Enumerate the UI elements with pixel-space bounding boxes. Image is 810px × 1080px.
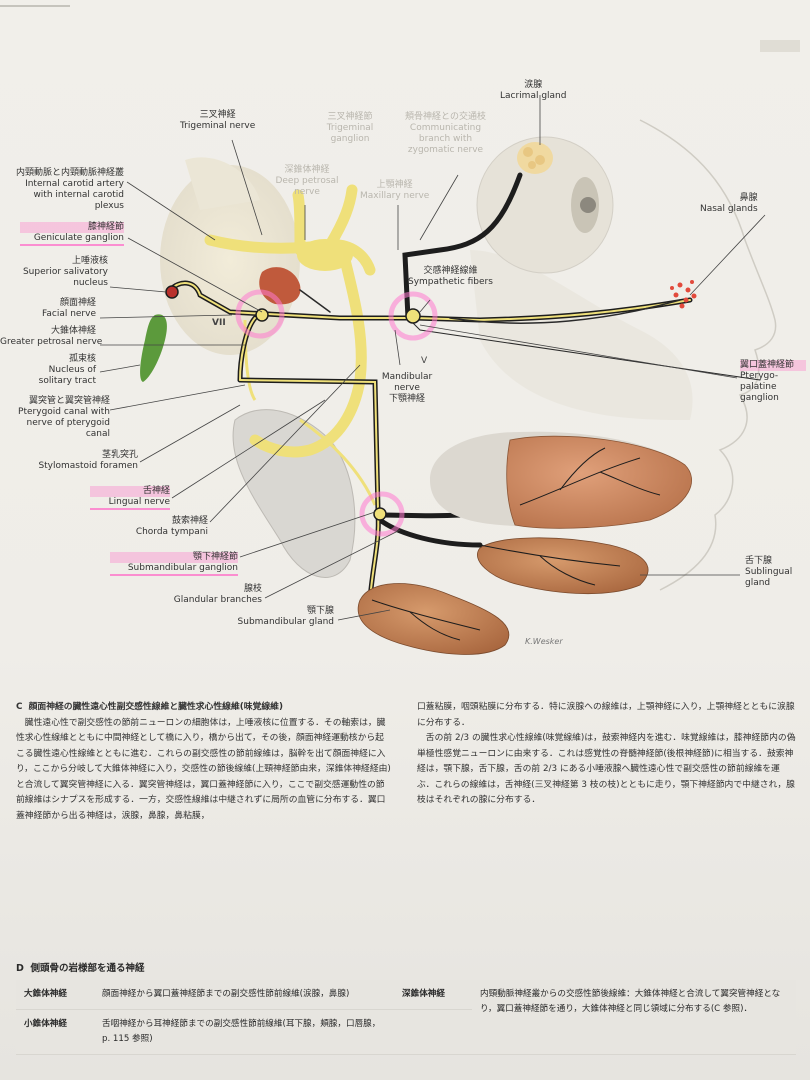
submandibular-gland-shape bbox=[357, 583, 510, 655]
table-cell-desc: 顔面神経から翼口蓋神経節までの副交感性節前線維(涙腺，鼻腺) bbox=[94, 980, 394, 1010]
label-sympathetic-fibers: 交感神経線維 Sympathetic fibers bbox=[408, 266, 493, 287]
anatomy-figure: 涙腺 Lacrimal gland 三叉神経 Trigeminal nerve … bbox=[0, 5, 806, 655]
highlight-circles bbox=[235, 289, 438, 537]
label-chorda-tympani: 鼓索神経 Chorda tympani bbox=[135, 516, 208, 537]
nerve-table: 大錐体神経 顔面神経から翼口蓋神経節までの副交感性節前線維(涙腺，鼻腺) 深錐体… bbox=[16, 980, 796, 1055]
table-cell-desc: 内頸動脈神経叢からの交感性節後線維：大錐体神経と合流して翼突管神経となり，翼口蓋… bbox=[472, 980, 796, 1055]
label-superior-salivatory: 上唾液核 Superior salivatory nucleus bbox=[22, 256, 108, 288]
label-facial-nerve: 顔面神経 Facial nerve bbox=[42, 298, 96, 319]
label-geniculate-ganglion: 膝神経節 Geniculate ganglion bbox=[20, 222, 124, 246]
solitary-tract-nucleus bbox=[140, 314, 167, 382]
label-trigeminal-nerve: 三叉神経 Trigeminal nerve bbox=[180, 110, 256, 131]
label-lingual-nerve: 舌神経 Lingual nerve bbox=[90, 486, 170, 510]
label-mandibular-nerve: Mandibular nerve 下顎神経 bbox=[381, 372, 433, 404]
caption-left-column: C 顔面神経の臓性遠心性副交感性線維と臓性求心性線維(味覚線維) 臓性遠心性で副… bbox=[16, 700, 391, 824]
eye-icon bbox=[476, 136, 614, 274]
caption-left-paragraph: 臓性遠心性で副交感性の節前ニューロンの細胞体は，上唾液核に位置する．その軸索は，… bbox=[16, 717, 391, 821]
label-submandibular-gland: 顎下腺 Submandibular gland bbox=[237, 606, 334, 627]
caption-right-paragraph-2: 舌の前 2/3 の臓性求心性線維(味覚線維)は，鼓索神経内を進む．味覚線維は，膝… bbox=[417, 733, 796, 805]
label-nasal-glands: 鼻腺 Nasal glands bbox=[700, 193, 758, 214]
label-roman-v: V bbox=[421, 356, 428, 366]
table-cell-term: 深錐体神経 bbox=[394, 980, 472, 1010]
label-solitary-tract: 孤束核 Nucleus of solitary tract bbox=[38, 354, 96, 386]
brainstem-shape bbox=[160, 165, 300, 355]
label-sublingual-gland: 舌下腺 Sublingual gland bbox=[745, 556, 793, 588]
caption-right-paragraph-1: 口蓋粘膜，咽頭粘膜に分布する．特に涙腺への線維は，上顎神経に入り，上顎神経ととも… bbox=[417, 702, 795, 728]
table-cell-empty bbox=[394, 1010, 472, 1055]
caption-right-column: 口蓋粘膜，咽頭粘膜に分布する．特に涙腺への線維は，上顎神経に入り，上顎神経ととも… bbox=[417, 700, 796, 809]
table-title: D 側頭骨の岩様部を通る神経 bbox=[16, 963, 145, 974]
label-pterygopalatine-ganglion: 翼口蓋神経節 Pterygo-palatine ganglion bbox=[740, 360, 806, 404]
parotid-region bbox=[232, 409, 356, 578]
label-greater-petrosal: 大錐体神経 Greater petrosal nerve bbox=[0, 326, 103, 347]
leader-lines bbox=[99, 95, 766, 621]
label-internal-carotid: 内頸動脈と内頸動脈神経叢 Internal carotid artery wit… bbox=[15, 168, 124, 211]
label-deep-petrosal: 深錐体神経 Deep petrosal nerve bbox=[275, 165, 339, 197]
table-section: D 側頭骨の岩様部を通る神経 大錐体神経 顔面神経から翼口蓋神経節までの副交感性… bbox=[16, 960, 796, 1055]
tongue-anterior bbox=[506, 435, 693, 529]
nasal-glands-shape bbox=[670, 280, 697, 309]
illustrator-signature: K.Wesker bbox=[525, 637, 563, 646]
label-maxillary-nerve: 上顎神経 Maxillary nerve bbox=[360, 180, 430, 201]
sublingual-gland-shape bbox=[477, 537, 649, 595]
label-glandular-branches: 腺枝 Glandular branches bbox=[173, 584, 262, 605]
trigeminal-ganglion-shape bbox=[297, 239, 353, 271]
face-outline bbox=[639, 119, 777, 591]
table-cell-desc: 舌咽神経から耳神経節までの副交感性節前線維(耳下腺，頬腺，口唇腺，p. 115 … bbox=[94, 1010, 394, 1055]
caption-title: C 顔面神経の臓性遠心性副交感性線維と臓性求心性線維(味覚線維) bbox=[16, 702, 283, 712]
label-communicating-branch: 頬骨神経との交通枝 Communicating branch with zygo… bbox=[405, 112, 486, 155]
label-stylomastoid-foramen: 茎乳突孔 Stylomastoid foramen bbox=[38, 450, 138, 471]
label-trigeminal-ganglion: 三叉神経節 Trigeminal ganglion bbox=[326, 112, 374, 144]
table-cell-term: 大錐体神経 bbox=[16, 980, 94, 1010]
label-submandibular-ganglion: 顎下神経節 Submandibular ganglion bbox=[110, 552, 238, 576]
lacrimal-gland-shape bbox=[517, 142, 553, 174]
figure-illustration bbox=[0, 5, 800, 655]
label-roman-vii: VII bbox=[212, 318, 226, 328]
table-cell-term: 小錐体神経 bbox=[16, 1010, 94, 1055]
label-pterygoid-canal: 翼突管と翼突管神経 Pterygoid canal with nerve of … bbox=[18, 396, 110, 439]
label-lacrimal-gland: 涙腺 Lacrimal gland bbox=[500, 80, 567, 101]
